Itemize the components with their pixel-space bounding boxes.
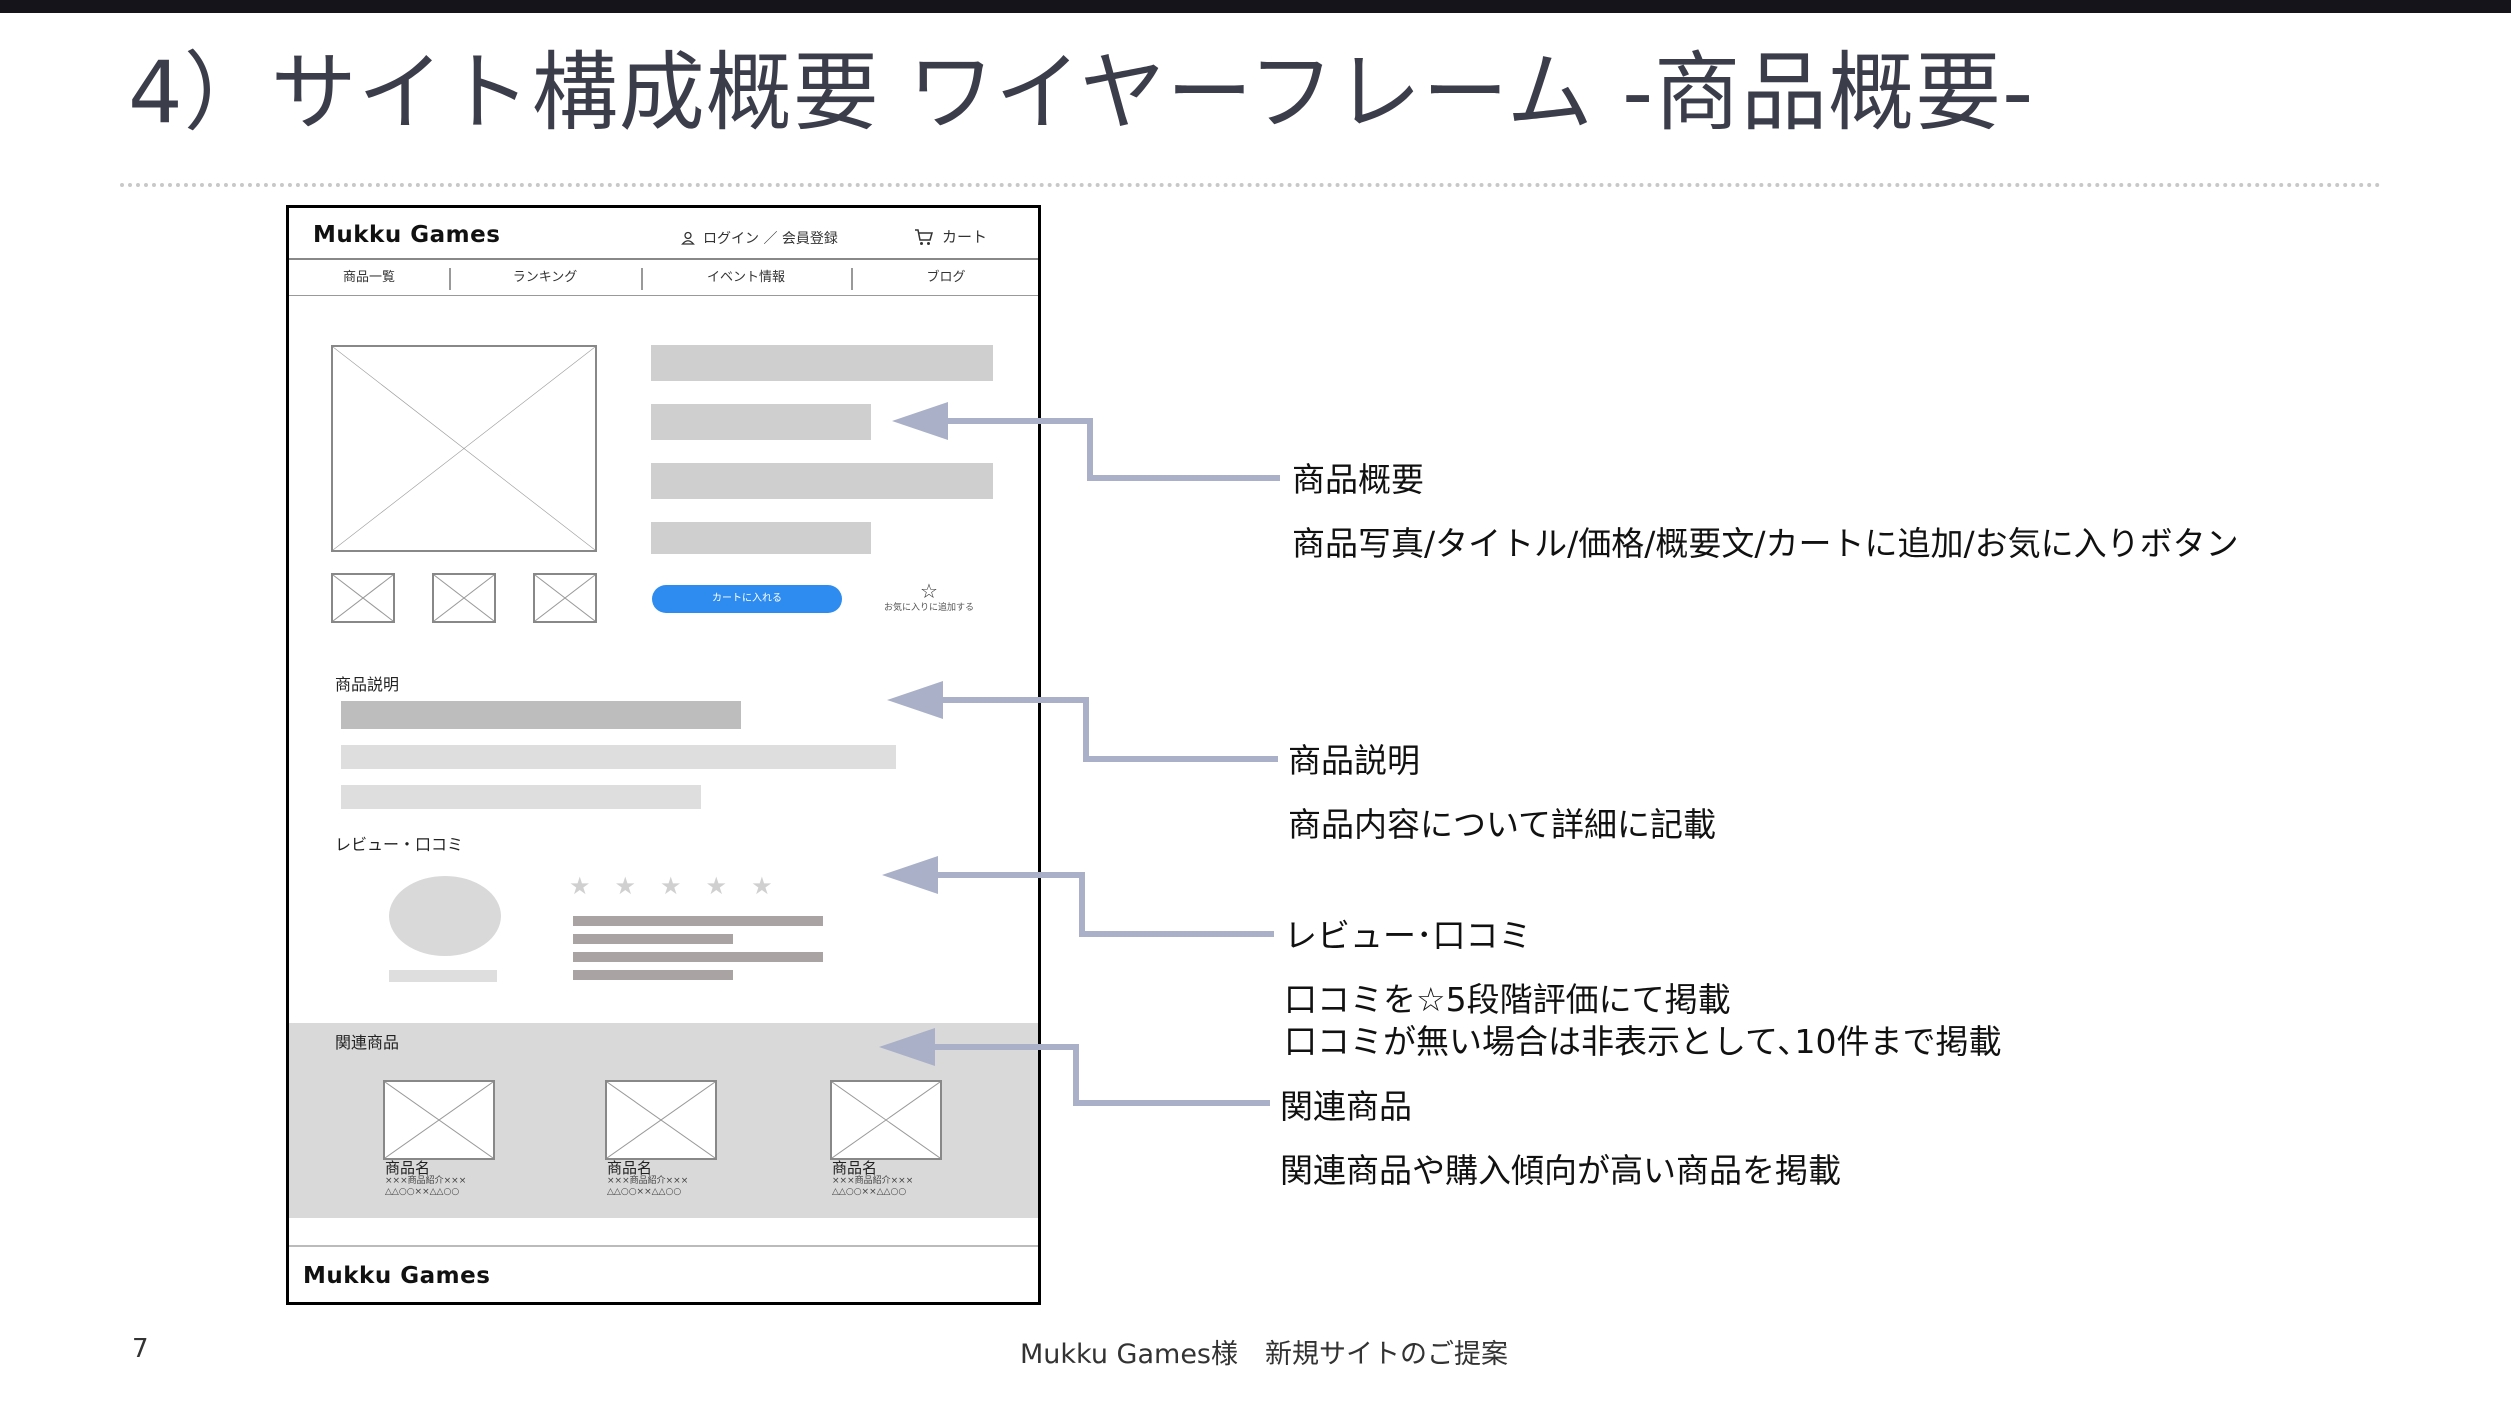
description-heading: 商品説明	[335, 675, 400, 694]
header-logo[interactable]: Mukku Games	[313, 222, 501, 248]
cart-label: カート	[942, 228, 988, 246]
annotation-title-overview: 商品概要	[1292, 460, 1424, 499]
product-thumbnail[interactable]	[533, 573, 597, 623]
product-summary-placeholder	[651, 463, 993, 499]
related-product-name: 商品名	[607, 1159, 653, 1177]
related-product-desc: ×××商品紹介×××	[607, 1176, 689, 1186]
annotation-title-description: 商品説明	[1288, 741, 1420, 780]
login-link[interactable]: ログイン ／ 会員登録	[681, 228, 838, 248]
product-thumbnail[interactable]	[432, 573, 496, 623]
review-stars: ★★★★★	[569, 872, 797, 900]
image-placeholder-icon	[434, 575, 494, 621]
reviewer-name-placeholder	[389, 970, 497, 982]
review-text-placeholder	[573, 934, 733, 944]
annotation-desc-review: 口コミが無い場合は非表示として､10件まで掲載	[1284, 1022, 2002, 1061]
related-product-name: 商品名	[385, 1159, 431, 1177]
image-placeholder-icon	[832, 1082, 940, 1158]
nav-item-blog[interactable]: ブログ	[926, 270, 966, 285]
favorite-label: お気に入りに追加する	[883, 603, 974, 613]
review-text-placeholder	[573, 916, 823, 926]
related-product-name: 商品名	[832, 1159, 878, 1177]
header-divider	[289, 258, 1038, 260]
nav-separator	[851, 268, 853, 290]
login-label: ログイン ／ 会員登録	[703, 231, 838, 247]
review-text-placeholder	[573, 952, 823, 962]
image-placeholder-icon	[535, 575, 595, 621]
title-divider	[120, 183, 2382, 187]
annotation-title-related: 関連商品	[1280, 1087, 1412, 1126]
image-placeholder-icon	[607, 1082, 715, 1158]
footer-logo[interactable]: Mukku Games	[303, 1263, 491, 1289]
image-placeholder-icon	[333, 347, 595, 550]
related-product-image	[605, 1080, 717, 1160]
product-main-image	[331, 345, 597, 552]
description-text-placeholder	[341, 785, 701, 809]
annotation-desc-review: 口コミを☆5段階評価にて掲載	[1284, 980, 1731, 1019]
related-product-price: △△○○××△△○○	[832, 1187, 907, 1197]
nav-separator	[641, 268, 643, 290]
user-icon	[681, 231, 695, 245]
nav-separator	[449, 268, 451, 290]
image-placeholder-icon	[385, 1082, 493, 1158]
annotation-desc-related: 関連商品や購入傾向が高い商品を掲載	[1280, 1151, 1841, 1190]
favorite-button[interactable]: ☆ お気に入りに追加する	[874, 581, 984, 615]
nav-item-ranking[interactable]: ランキング	[512, 270, 578, 285]
product-thumbnail[interactable]	[331, 573, 395, 623]
product-title-placeholder	[651, 345, 993, 381]
slide-title: 4）サイト構成概要 ワイヤーフレーム -商品概要-	[128, 43, 2035, 143]
nav-divider	[289, 295, 1038, 296]
annotation-desc-overview: 商品写真/タイトル/価格/概要文/カートに追加/お気に入りボタン	[1292, 524, 2239, 563]
top-bar	[0, 0, 2511, 13]
page-number: 7	[132, 1334, 149, 1364]
related-product-price: △△○○××△△○○	[607, 1187, 682, 1197]
related-product-image	[830, 1080, 942, 1160]
related-product-price: △△○○××△△○○	[385, 1187, 460, 1197]
add-to-cart-button[interactable]: カートに入れる	[652, 585, 842, 613]
review-text-placeholder	[573, 970, 733, 980]
reviewer-avatar	[389, 876, 501, 956]
annotation-desc-description: 商品内容について詳細に記載	[1288, 805, 1717, 844]
related-heading: 関連商品	[335, 1033, 400, 1052]
nav-item-events[interactable]: イベント情報	[706, 270, 785, 285]
wireframe-frame: Mukku Games ログイン ／ 会員登録 カート 商品一覧 ランキング イ…	[286, 205, 1041, 1305]
slide-footer: Mukku Games様 新規サイトのご提案	[1020, 1339, 1508, 1370]
product-price-placeholder	[651, 404, 871, 440]
annotation-title-review: レビュー･口コミ	[1284, 916, 1532, 955]
image-placeholder-icon	[333, 575, 393, 621]
star-outline-icon: ☆	[920, 579, 938, 603]
cart-link[interactable]: カート	[914, 226, 987, 247]
nav-item-products[interactable]: 商品一覧	[342, 270, 395, 285]
cart-icon	[915, 228, 933, 245]
global-nav: 商品一覧 ランキング イベント情報 ブログ	[289, 262, 1038, 298]
related-product-image	[383, 1080, 495, 1160]
footer-divider	[289, 1245, 1038, 1247]
description-text-placeholder	[341, 701, 741, 729]
related-product-desc: ×××商品紹介×××	[385, 1176, 467, 1186]
description-text-placeholder	[341, 745, 896, 769]
related-product-desc: ×××商品紹介×××	[832, 1176, 914, 1186]
review-heading: レビュー・口コミ	[335, 835, 464, 854]
product-summary-placeholder	[651, 522, 871, 554]
